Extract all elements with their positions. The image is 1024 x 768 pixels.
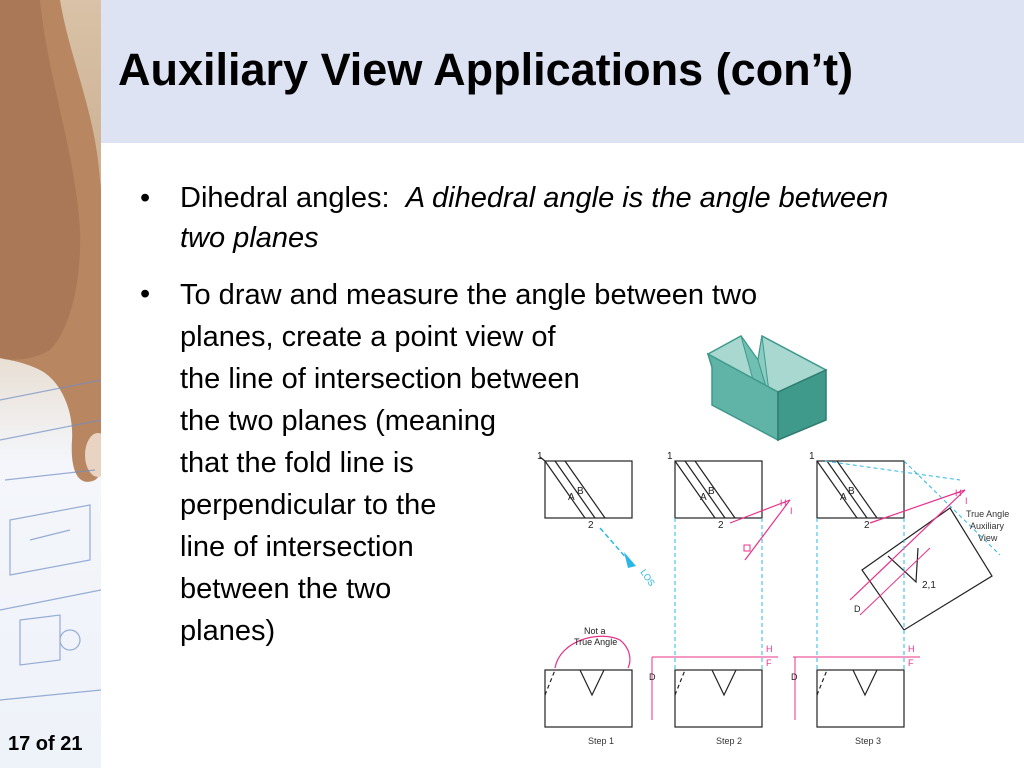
label-b: B (708, 486, 715, 497)
label-a: A (840, 492, 847, 503)
label-f-4: F (908, 658, 914, 668)
step1-label: Step 1 (588, 736, 614, 746)
label-1: 1 (809, 451, 815, 462)
step2-drawing (674, 460, 763, 728)
label-true-angle-3: View (978, 533, 998, 543)
label-1: 1 (537, 451, 543, 462)
step3-drawing (816, 460, 993, 728)
slide-number: 17 of 21 (8, 733, 83, 755)
bullet-list: • Dihedral angles: A dihedral angle is t… (140, 178, 930, 647)
label-h-2: H (766, 644, 773, 654)
los-arrow-icon (624, 552, 636, 568)
label-not-true-2: True Angle (574, 637, 617, 647)
bullet-definition: A dihedral angle is the angle between tw… (180, 182, 889, 254)
step2-annotations: 1 A B 2 H I H F Step 2 (667, 451, 920, 746)
bullet-line: planes, create a point view of (180, 321, 556, 353)
label-h-4: H (908, 644, 915, 654)
label-i: I (790, 506, 793, 516)
bullet-line: planes) (180, 615, 276, 647)
bullet-line: between the two (180, 573, 392, 605)
label-2-1: 2,1 (922, 580, 936, 591)
label-true-angle-1: True Angle (966, 509, 1009, 519)
step1-drawing (539, 456, 633, 728)
label-a: A (700, 492, 707, 503)
bullet-marker: • (140, 278, 151, 310)
bullet-procedure: • To draw and measure the angle between … (140, 274, 940, 652)
not-true-angle-arc (554, 635, 631, 669)
step3-annotations: 1 A B 2 H I D 2,1 D H F True Angle Auxil… (791, 451, 1009, 746)
bullet-line: line of intersection (180, 531, 414, 563)
label-1: 1 (667, 451, 673, 462)
sidebar-photo: 17 of 21 (0, 0, 101, 768)
step2-label: Step 2 (716, 736, 742, 746)
label-2: 2 (864, 520, 870, 531)
label-2: 2 (718, 520, 724, 531)
label-true-angle-2: Auxiliary (970, 521, 1005, 531)
label-2: 2 (588, 520, 594, 531)
label-d-4: D (791, 672, 798, 682)
bullet-line: perpendicular to the (180, 489, 437, 521)
label-not-true-1: Not a (584, 626, 606, 636)
label-b: B (577, 486, 584, 497)
bullet-line: the line of intersection between (180, 363, 580, 395)
page-title: Auxiliary View Applications (con’t) (118, 44, 854, 95)
step3-label: Step 3 (855, 736, 881, 746)
label-d-3: D (854, 604, 861, 614)
label-d-1: D (649, 672, 656, 682)
label-h-3: H (955, 488, 962, 498)
label-h: H (780, 498, 787, 508)
label-a: A (568, 492, 575, 503)
bullet-label: Dihedral angles: (180, 182, 390, 214)
bullet-line: To draw and measure the angle between tw… (180, 279, 758, 311)
hand-blueprint-image (0, 0, 101, 701)
bullet-line: the two planes (meaning (180, 405, 496, 437)
bullet-marker: • (140, 182, 151, 214)
v-block-isometric (706, 334, 828, 442)
title-bar (101, 0, 1024, 143)
bullet-dihedral: • Dihedral angles: A dihedral angle is t… (140, 178, 930, 258)
label-f-2: F (766, 658, 772, 668)
label-i-3: I (965, 496, 968, 506)
bullet-line: that the fold line is (180, 447, 414, 479)
label-b: B (848, 486, 855, 497)
